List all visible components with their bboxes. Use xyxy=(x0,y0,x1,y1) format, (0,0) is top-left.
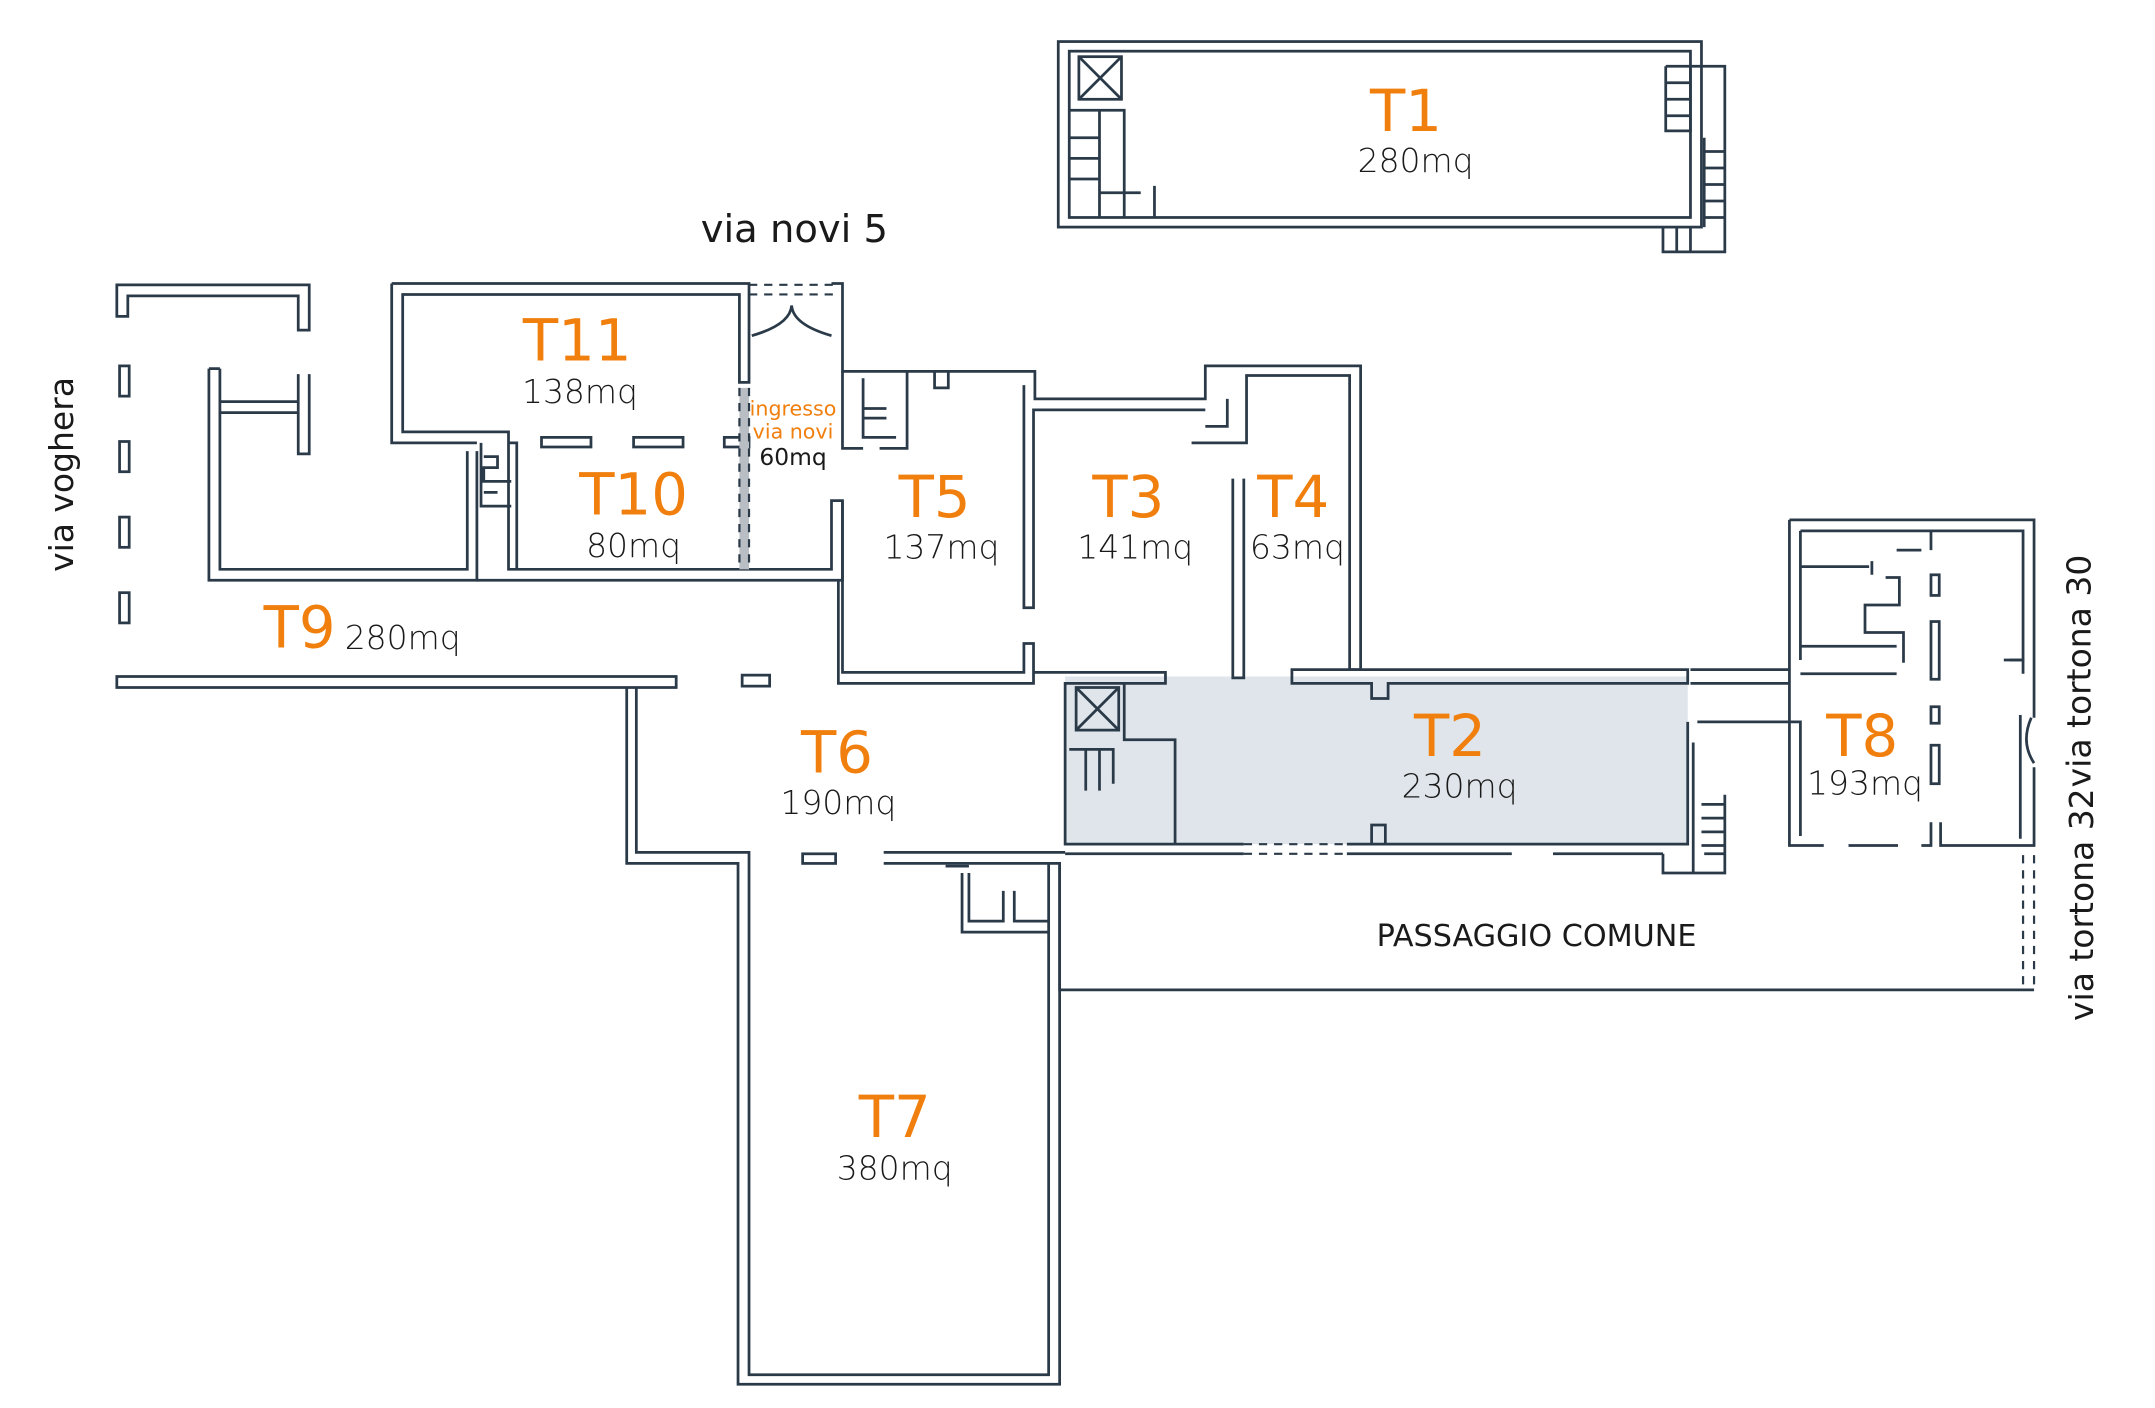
unit-t1-walls xyxy=(1056,40,1727,254)
unit-label: T5 xyxy=(898,463,971,531)
unit-label: T3 xyxy=(1091,463,1164,531)
unit-label: T9 xyxy=(263,594,336,662)
unit-t8-walls xyxy=(1697,518,2036,847)
unit-t9-walls xyxy=(115,283,772,689)
unit-area: 380mq xyxy=(837,1149,953,1188)
unit-label: T4 xyxy=(1256,463,1329,531)
unit-area: 230mq xyxy=(1402,766,1518,805)
unit-label: T8 xyxy=(1825,702,1898,770)
street-via-tortona-32: via tortona 32 xyxy=(2062,788,2101,1021)
unit-area: 80mq xyxy=(586,526,681,565)
unit-area: 141mq xyxy=(1077,527,1193,566)
unit-label: T6 xyxy=(800,719,873,787)
street-via-novi: via novi 5 xyxy=(701,207,888,252)
unit-label: T7 xyxy=(858,1083,931,1151)
unit-label: T11 xyxy=(522,306,632,374)
entrance-label: ingresso xyxy=(750,396,837,420)
unit-t10-t11-walls xyxy=(390,282,844,582)
unit-label: T2 xyxy=(1413,702,1486,770)
street-via-voghera: via voghera xyxy=(42,377,81,572)
entrance-label: via novi xyxy=(753,420,834,444)
unit-t3-t4-t5-walls xyxy=(831,282,1362,685)
unit-t2-highlight xyxy=(1065,676,1688,845)
unit-label: T1 xyxy=(1369,77,1442,145)
unit-area: 190mq xyxy=(780,783,896,822)
unit-label: T10 xyxy=(578,460,688,528)
unit-area: 280mq xyxy=(345,618,461,657)
unit-area: 137mq xyxy=(883,527,999,566)
unit-area: 63mq xyxy=(1250,527,1345,566)
unit-area: 193mq xyxy=(1807,764,1923,803)
unit-t2-walls xyxy=(1033,668,1790,875)
unit-area: 280mq xyxy=(1358,141,1474,180)
street-via-tortona-30: via tortona 30 xyxy=(2059,555,2098,788)
entrance-area: 60mq xyxy=(759,443,826,471)
unit-area: 138mq xyxy=(522,372,638,411)
passaggio-comune-label: PASSAGGIO COMUNE xyxy=(1377,919,1697,954)
unit-t6-t7-walls xyxy=(625,687,2036,1386)
